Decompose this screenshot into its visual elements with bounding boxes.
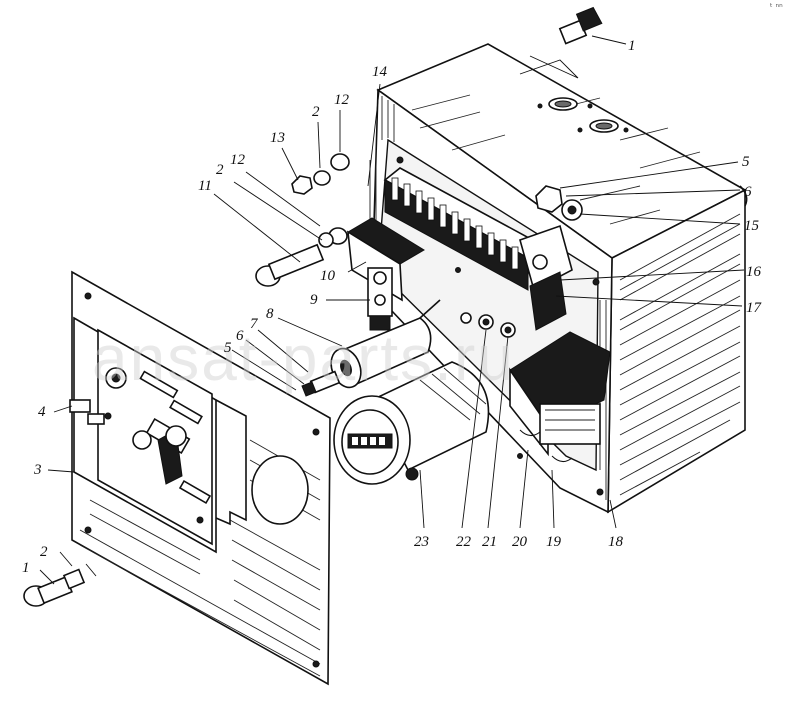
callout-18: 18	[608, 534, 624, 550]
counter-meter	[333, 361, 490, 485]
terminal-screws	[460, 312, 573, 462]
callout-15: 15	[744, 218, 760, 234]
callout-9: 9	[310, 292, 318, 308]
callout-16: 16	[746, 264, 762, 280]
callout-numbers: 1 1 2 2 2 3 4 5 5 6 6 7 8 9 10 11 12 12 …	[22, 38, 763, 576]
callout-11: 11	[198, 178, 212, 194]
bolt-top	[558, 6, 603, 45]
washer	[330, 153, 350, 171]
callout-2: 2	[216, 162, 224, 178]
small-screw	[301, 370, 341, 397]
callout-1: 1	[628, 38, 636, 54]
nut	[291, 175, 313, 195]
callout-5: 5	[742, 154, 750, 170]
bolt-right	[535, 185, 583, 221]
watermark-text: ansat-parts.ru	[92, 322, 515, 394]
callout-8: 8	[266, 306, 274, 322]
callout-2: 2	[312, 104, 320, 120]
capacitor	[330, 299, 441, 389]
callout-3: 3	[33, 462, 42, 478]
washer	[318, 232, 334, 248]
callout-20: 20	[512, 534, 528, 550]
leader-lines	[39, 35, 745, 585]
callout-19: 19	[546, 534, 562, 550]
callout-7: 7	[250, 316, 259, 332]
callout-1: 1	[22, 560, 30, 576]
callout-13: 13	[270, 130, 285, 146]
terminal-strip	[383, 167, 573, 292]
callout-12: 12	[334, 92, 350, 108]
bolt-bottom	[23, 568, 86, 607]
callout-23: 23	[414, 534, 429, 550]
callout-22: 22	[456, 534, 472, 550]
callout-6: 6	[744, 184, 752, 200]
callout-6: 6	[236, 328, 244, 344]
callout-17: 17	[746, 300, 763, 316]
right-face-hatching	[619, 213, 741, 496]
callout-21: 21	[482, 534, 497, 550]
callout-4: 4	[38, 404, 46, 420]
callout-14: 14	[372, 64, 388, 80]
front-panel	[69, 270, 331, 686]
resistor-block	[347, 217, 425, 331]
callout-12: 12	[230, 152, 246, 168]
inner-coil-unit	[509, 271, 611, 457]
washer	[313, 170, 331, 186]
callout-2: 2	[40, 544, 48, 560]
callout-5: 5	[224, 340, 232, 356]
corner-mark: ᵗ ⁿⁿ	[770, 3, 783, 13]
stud	[255, 243, 325, 287]
callout-10: 10	[320, 268, 336, 284]
